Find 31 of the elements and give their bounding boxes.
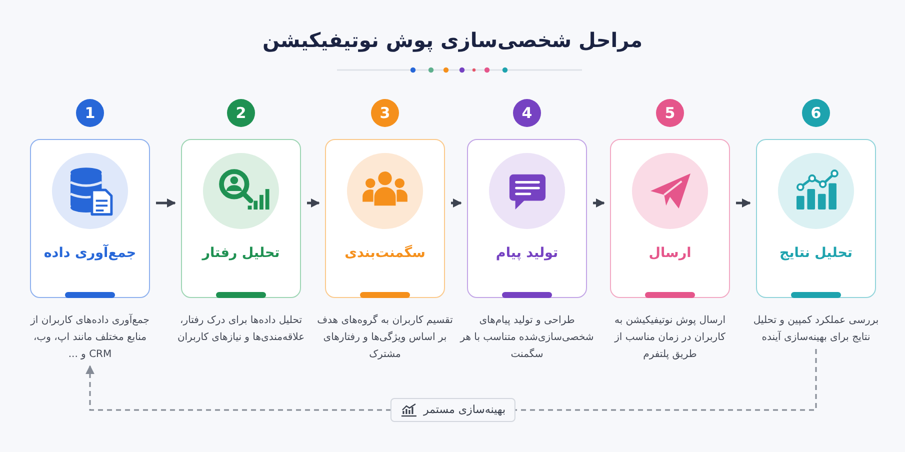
step-number-badge: 6 — [802, 99, 830, 127]
step-number-badge: 2 — [227, 99, 255, 127]
step-card — [756, 139, 876, 298]
step-title: جمع‌آوری داده — [44, 243, 136, 263]
step-card — [610, 139, 730, 298]
step-description: تقسیم کاربران به گروه‌های هدف بر اساس ویژگی‌ها و رفتارهای مشترک — [317, 312, 453, 363]
arrow — [156, 198, 176, 208]
step-title: تولید پیام — [496, 244, 558, 263]
step-number-badge: 4 — [513, 99, 541, 127]
arrow — [451, 198, 462, 208]
step-description: طراحی و تولید پیام‌های شخصی‌سازی‌شده متناسب با هر سگمنت — [459, 312, 595, 363]
step-description: جمع‌آوری داده‌های کاربران از منابع مختلف مانند اپ، وب، CRM و ... — [22, 312, 158, 363]
step-description: ارسال پوش نوتیفیکیشن به کاربران در زمان مناسب از طریق پلتفرم — [602, 312, 738, 363]
step-description: بررسی عملکرد کمپین و تحلیل نتایج برای بهینه‌سازی آینده — [748, 312, 884, 346]
arrow — [307, 198, 320, 208]
arrow — [736, 198, 751, 208]
step-description: تحلیل داده‌ها برای درک رفتار، علاقه‌مندی‌ها و نیازهای کاربران — [173, 312, 309, 346]
step-card — [30, 139, 150, 298]
step-title: تحلیل نتایج — [779, 244, 853, 263]
step-number-badge: 3 — [371, 99, 399, 127]
step-card — [181, 139, 301, 298]
edge-label: بهینه‌سازی مستمر — [423, 402, 506, 418]
step-number-badge: 1 — [76, 99, 104, 127]
step-card — [325, 139, 445, 298]
step-number-badge: 5 — [656, 99, 684, 127]
step-title: سگمنت‌بندی — [344, 244, 426, 263]
step-title: ارسال — [648, 244, 692, 263]
step-title: تحلیل رفتار — [202, 244, 280, 263]
arrow — [593, 198, 605, 208]
step-card — [467, 139, 587, 298]
diagram-title: مراحل شخصی‌سازی پوش نوتیفیکیشن — [262, 27, 642, 54]
